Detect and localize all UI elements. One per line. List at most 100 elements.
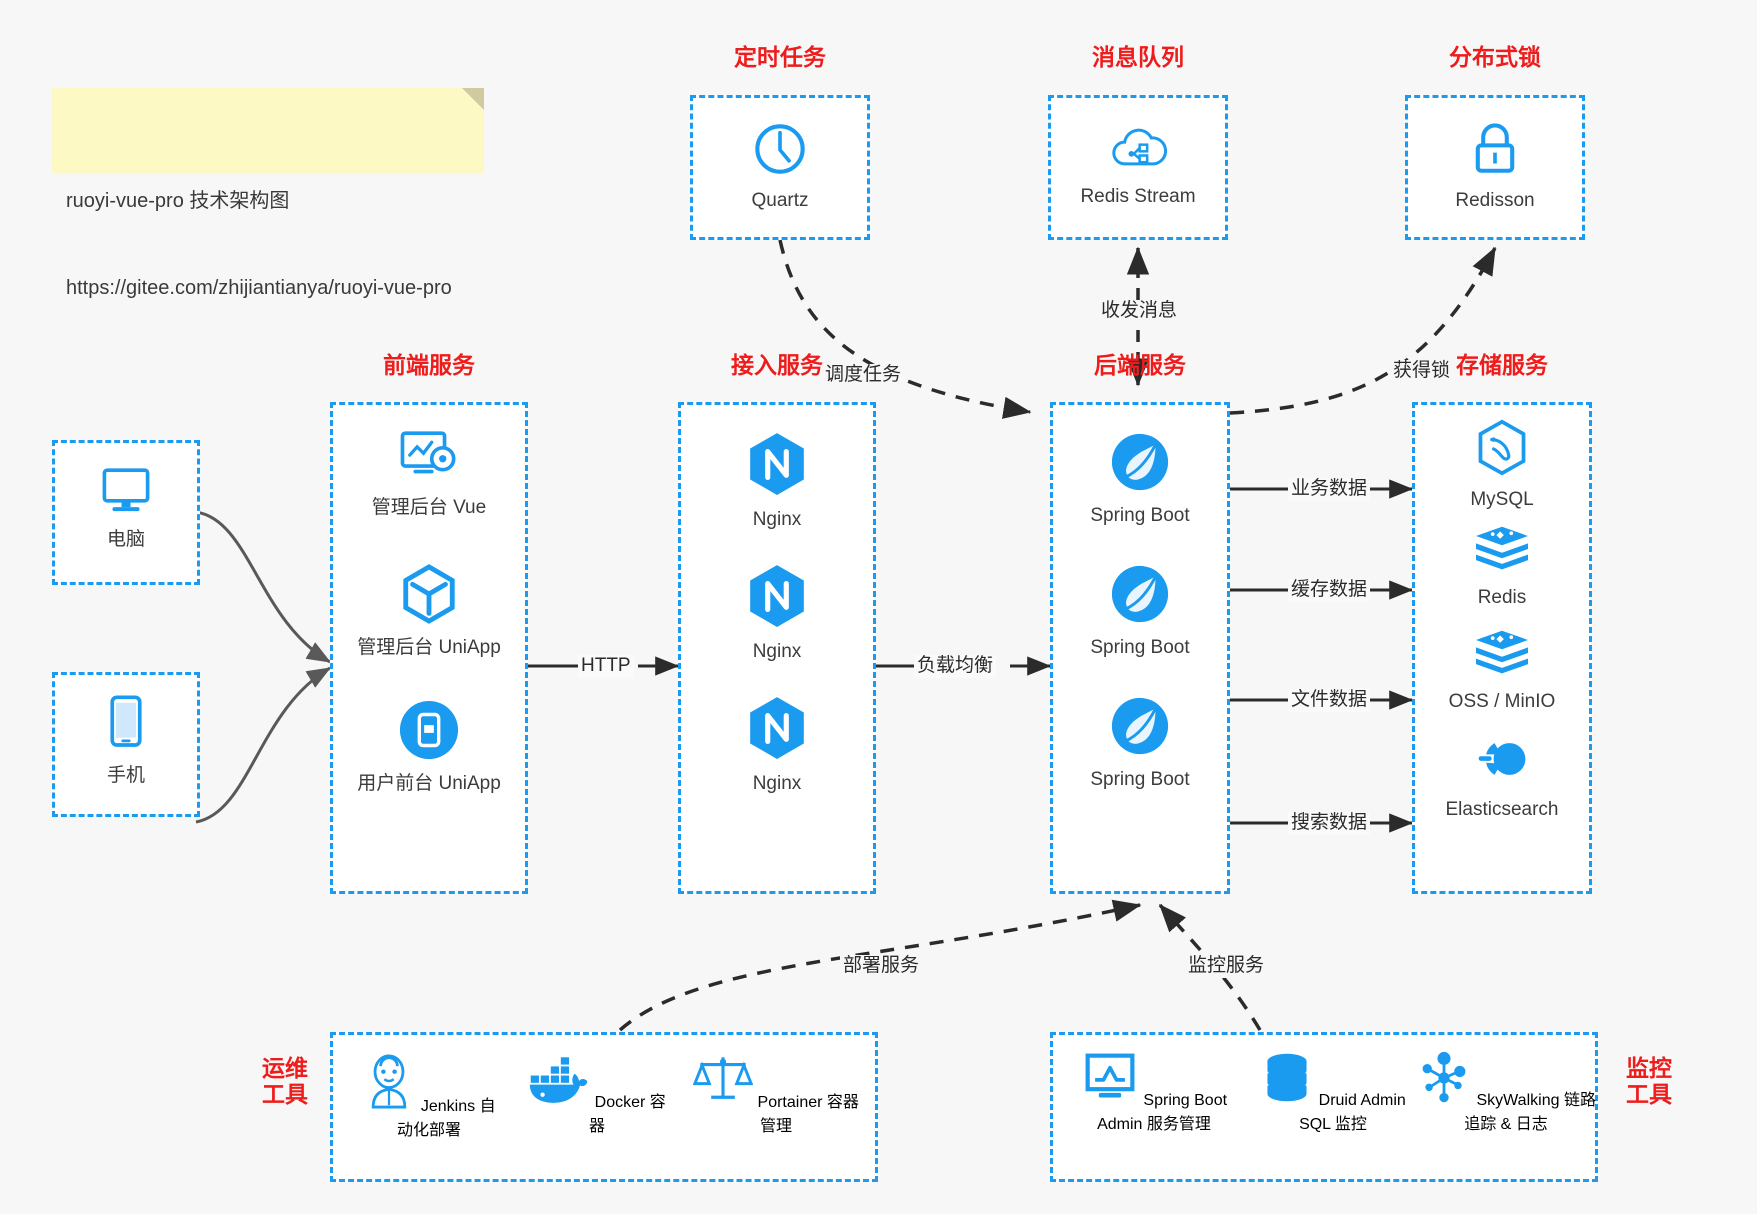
edge-label-get-lock: 获得锁 (1390, 360, 1454, 383)
group-storage: MySQL Redis (1412, 402, 1592, 894)
node-user-uniapp[interactable]: 用户前台 UniApp (333, 699, 525, 797)
node-spring-boot-1[interactable]: Spring Boot (1053, 431, 1227, 529)
cube-icon (333, 563, 525, 630)
node-label: Docker (594, 1094, 646, 1111)
elasticsearch-icon (1415, 731, 1589, 792)
node-redisson[interactable]: Redisson (1408, 120, 1582, 214)
group-lock: Redisson (1405, 95, 1585, 240)
node-sublabel: 服务管理 (1146, 1116, 1211, 1133)
edge-label-file-data: 文件数据 (1288, 689, 1371, 712)
group-scheduler: Quartz (690, 95, 870, 240)
node-label: 用户前台 UniApp (357, 773, 501, 794)
node-label: 手机 (106, 765, 145, 786)
node-label: Druid Admin (1318, 1092, 1406, 1109)
node-redis-stream[interactable]: Redis Stream (1051, 122, 1225, 210)
note-fold-icon (462, 88, 484, 110)
node-docker[interactable]: Docker 容器 (523, 1055, 671, 1136)
edge-label-load-balance: 负载均衡 (914, 655, 997, 678)
node-mobile[interactable]: 手机 (55, 693, 197, 789)
edge-label-monitor-service: 监控服务 (1185, 955, 1268, 978)
node-elasticsearch[interactable]: Elasticsearch (1415, 731, 1589, 823)
group-monitor: Spring Boot Admin 服务管理 Druid Admin SQL 监… (1050, 1032, 1598, 1182)
group-client-mobile: 手机 (52, 672, 200, 817)
dashboard-gear-icon (333, 427, 525, 490)
clock-icon (693, 120, 867, 183)
node-mysql[interactable]: MySQL (1415, 419, 1589, 513)
node-label: Redis (1477, 587, 1527, 608)
node-label: Quartz (751, 190, 809, 211)
node-label: Redis Stream (1080, 186, 1196, 207)
node-label: MySQL (1470, 489, 1534, 510)
node-label: Spring Boot (1090, 769, 1190, 790)
group-title-storage: 存储服务 (1456, 352, 1548, 378)
note-line-1: ruoyi-vue-pro 技术架构图 (66, 190, 290, 212)
note-line-2: https://gitee.com/zhijiantianya/ruoyi-vu… (66, 277, 452, 299)
node-portainer[interactable]: Portainer 容器管理 (691, 1053, 861, 1136)
edge-label-http: HTTP (578, 655, 634, 678)
node-oss-minio[interactable]: OSS / MinIO (1415, 627, 1589, 715)
node-label: Nginx (752, 641, 802, 662)
node-admin-vue[interactable]: 管理后台 Vue (333, 427, 525, 521)
edge-label-schedule-task: 调度任务 (822, 364, 905, 387)
node-label: Elasticsearch (1445, 799, 1559, 820)
group-title-devops-line2: 工具 (262, 1081, 308, 1108)
node-label: OSS / MinIO (1448, 691, 1556, 712)
mobile-icon (55, 693, 197, 758)
node-druid-admin[interactable]: Druid Admin SQL 监控 (1253, 1051, 1413, 1134)
edge-label-business-data: 业务数据 (1288, 478, 1371, 501)
group-client-desktop: 电脑 (52, 440, 200, 585)
edge-label-deploy-service: 部署服务 (840, 955, 923, 978)
lock-icon (1408, 120, 1582, 183)
group-title-devops: 运维 工具 (250, 1055, 320, 1108)
node-label: 电脑 (106, 529, 145, 550)
group-title-gateway: 接入服务 (731, 352, 823, 378)
node-nginx-2[interactable]: Nginx (681, 563, 873, 665)
scales-icon (692, 1057, 757, 1111)
node-spring-boot-admin[interactable]: Spring Boot Admin 服务管理 (1059, 1051, 1249, 1134)
node-spring-boot-2[interactable]: Spring Boot (1053, 563, 1227, 661)
node-label: Nginx (752, 773, 802, 794)
group-title-frontend: 前端服务 (383, 352, 475, 378)
node-label: Jenkins (420, 1098, 476, 1115)
node-sublabel: 链路追踪 & 日志 (1464, 1092, 1596, 1133)
edge-label-cache-data: 缓存数据 (1288, 579, 1371, 602)
node-sublabel: SQL 监控 (1299, 1116, 1367, 1133)
group-frontend: 管理后台 Vue 管理后台 UniApp 用户前台 UniApp (330, 402, 528, 894)
node-skywalking[interactable]: SkyWalking 链路追踪 & 日志 (1411, 1051, 1601, 1134)
jenkins-icon (362, 1054, 420, 1115)
mobile-round-icon (333, 699, 525, 766)
node-nginx-1[interactable]: Nginx (681, 431, 873, 533)
group-title-scheduler: 定时任务 (734, 44, 826, 70)
node-admin-uniapp[interactable]: 管理后台 UniApp (333, 563, 525, 661)
node-label: Nginx (752, 509, 802, 530)
node-nginx-3[interactable]: Nginx (681, 695, 873, 797)
mysql-icon (1415, 419, 1589, 482)
node-quartz[interactable]: Quartz (693, 120, 867, 214)
node-sublabel: 容器管理 (759, 1094, 859, 1135)
monitor-chart-icon (1081, 1053, 1143, 1109)
group-title-monitor: 监控 工具 (1614, 1055, 1684, 1108)
node-spring-boot-3[interactable]: Spring Boot (1053, 695, 1227, 793)
node-label: 管理后台 Vue (371, 497, 487, 518)
title-note: ruoyi-vue-pro 技术架构图 https://gitee.com/zh… (52, 88, 484, 299)
group-devops: Jenkins 自动化部署 Docker 容器 (330, 1032, 878, 1182)
nginx-icon (681, 695, 873, 766)
node-sublabel: 自动化部署 (396, 1098, 496, 1139)
group-gateway: Nginx Nginx Nginx (678, 402, 876, 894)
node-jenkins[interactable]: Jenkins 自动化部署 (355, 1051, 503, 1140)
node-desktop[interactable]: 电脑 (55, 463, 197, 553)
node-redis[interactable]: Redis (1415, 523, 1589, 611)
group-mq: Redis Stream (1048, 95, 1228, 240)
node-sublabel: 容器 (588, 1094, 666, 1135)
group-title-monitor-line2: 工具 (1626, 1081, 1672, 1108)
desktop-icon (55, 463, 197, 522)
node-label: Portainer (757, 1094, 823, 1111)
node-label: Redisson (1455, 190, 1535, 211)
group-title-lock: 分布式锁 (1449, 44, 1541, 70)
group-title-devops-line1: 运维 (262, 1055, 308, 1081)
group-title-mq: 消息队列 (1092, 44, 1184, 70)
group-backend: Spring Boot Spring Boot Spring Boot (1050, 402, 1230, 894)
redis-icon (1415, 523, 1589, 580)
spring-boot-icon (1053, 563, 1227, 630)
skywalking-icon (1416, 1051, 1476, 1109)
